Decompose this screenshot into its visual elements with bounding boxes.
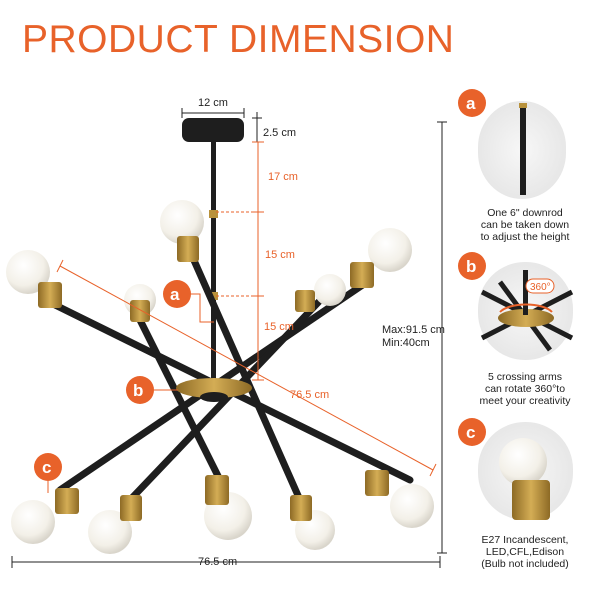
dim-rod-seg1-label: 17 cm xyxy=(268,171,298,183)
page-title: PRODUCT DIMENSION xyxy=(22,18,455,61)
svg-text:360°: 360° xyxy=(530,282,551,293)
badge-c xyxy=(458,418,486,446)
socket xyxy=(350,262,374,288)
downrod xyxy=(211,142,216,382)
bulb-detail xyxy=(499,438,547,486)
dim-rod-seg3-label: 15 cm xyxy=(264,321,294,333)
socket xyxy=(120,495,142,521)
svg-text:c: c xyxy=(42,458,51,477)
rotation-badge xyxy=(525,278,555,294)
bulb xyxy=(314,274,346,306)
badge-a-main: a xyxy=(163,280,214,323)
bulb xyxy=(368,228,412,272)
max-height: Max:91.5 cm xyxy=(382,324,445,336)
height-label: Max:91.5 cm Min:40cm xyxy=(382,324,445,350)
socket xyxy=(130,300,150,322)
caption-c: E27 Incandescent, LED,CFL,Edison (Bulb n… xyxy=(481,534,569,570)
downrod-detail xyxy=(520,103,526,195)
badge-a xyxy=(458,89,486,117)
arm xyxy=(136,316,229,494)
dim-rod-seg2-label: 15 cm xyxy=(265,249,295,261)
bulbs xyxy=(6,200,434,554)
caption-a: One 6" downrod can be taken down to adju… xyxy=(480,207,570,243)
detail-panel-c: c xyxy=(458,418,573,520)
socket xyxy=(295,290,315,312)
bulb xyxy=(390,484,434,528)
socket xyxy=(38,282,62,308)
bulb xyxy=(160,200,204,244)
bulb xyxy=(11,500,55,544)
rotate-arrow-icon xyxy=(499,303,553,313)
dim-rod-segments xyxy=(216,141,264,381)
socket xyxy=(365,470,389,496)
canopy xyxy=(182,118,244,142)
svg-text:a: a xyxy=(170,285,180,304)
socket-detail xyxy=(512,480,550,520)
socket xyxy=(177,236,199,262)
svg-text:b: b xyxy=(466,257,476,276)
svg-text:b: b xyxy=(133,381,143,400)
dim-overall-width xyxy=(11,556,441,568)
dim-arm-length xyxy=(56,259,437,477)
dim-arm-length-label: 76.5 cm xyxy=(290,389,329,401)
arm xyxy=(181,236,304,504)
dim-overall-width-label: 76.5 cm xyxy=(198,556,237,568)
dim-height xyxy=(437,121,447,554)
bulb xyxy=(88,510,132,554)
dim-canopy-width xyxy=(181,108,245,118)
socket xyxy=(205,475,229,505)
dim-canopy-height-label: 2.5 cm xyxy=(263,127,296,139)
min-height: Min:40cm xyxy=(382,337,430,349)
caption-b: 5 crossing arms can rotate 360°to meet y… xyxy=(479,371,571,407)
detail-panel-b: b 360° xyxy=(458,252,574,360)
dim-canopy-height xyxy=(252,112,262,142)
socket xyxy=(55,488,79,514)
socket xyxy=(290,495,312,521)
badge-b-main: b xyxy=(126,376,178,404)
center-hub xyxy=(176,378,252,398)
svg-text:a: a xyxy=(466,94,476,113)
badge-b xyxy=(458,252,486,280)
hub-cap xyxy=(200,392,228,402)
rod-joint xyxy=(209,210,218,218)
svg-text:c: c xyxy=(466,423,475,442)
dim-canopy-width-label: 12 cm xyxy=(198,97,228,109)
badge-c-main: c xyxy=(34,453,62,493)
detail-panel-a: a xyxy=(458,89,566,199)
